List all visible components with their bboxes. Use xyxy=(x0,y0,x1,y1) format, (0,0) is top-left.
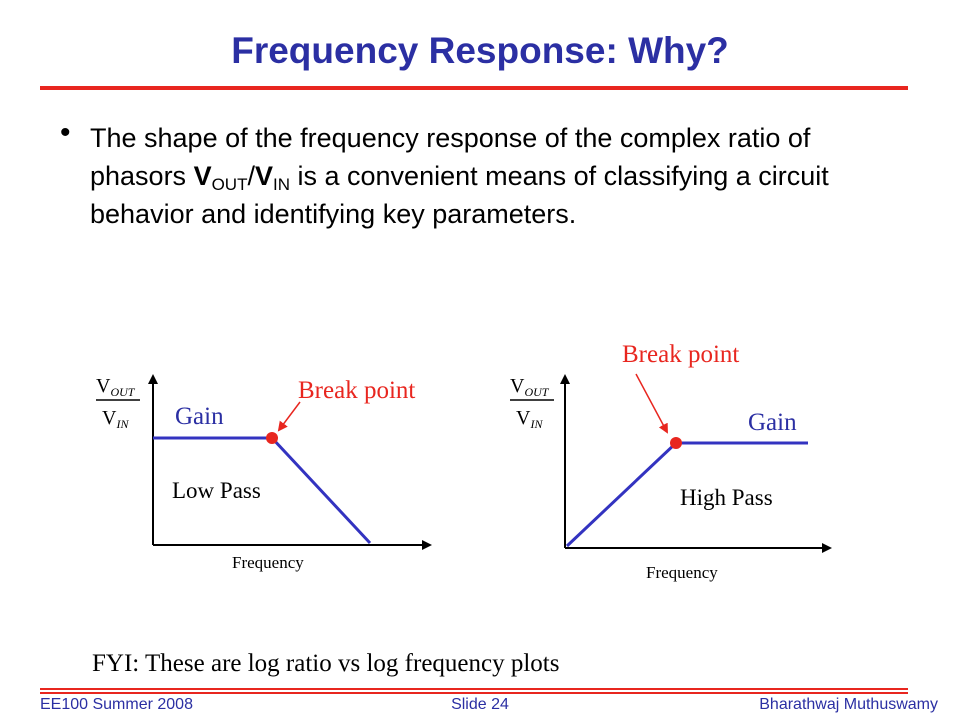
vout-symbol: V xyxy=(193,161,212,191)
right-ylabel-top: VOUT xyxy=(510,375,550,399)
low-pass-label: Low Pass xyxy=(172,478,261,503)
right-break-point-label: Break point xyxy=(622,341,739,368)
title-divider xyxy=(40,86,908,90)
bullet-marker: • xyxy=(60,116,71,149)
high-pass-plot: VOUT VIN Break point Gain High Pass Freq… xyxy=(510,341,832,582)
low-pass-plot: VOUT VIN Gain Break point Low Pass Frequ… xyxy=(96,374,432,572)
ratio-slash: / xyxy=(247,161,255,191)
left-x-axis-label: Frequency xyxy=(232,553,304,572)
slide-title: Frequency Response: Why? xyxy=(231,30,729,71)
fyi-note: FYI: These are log ratio vs log frequenc… xyxy=(92,650,560,677)
footer-course: EE100 Summer 2008 xyxy=(40,696,193,713)
footer-divider-bottom xyxy=(40,692,908,694)
left-break-point-label: Break point xyxy=(298,377,415,404)
vout-subscript: OUT xyxy=(211,175,248,194)
high-pass-label: High Pass xyxy=(680,485,773,510)
right-ylabel-bottom: VIN xyxy=(516,407,543,431)
right-x-axis-label: Frequency xyxy=(646,563,718,582)
footer-divider-top xyxy=(40,688,908,690)
footer-slide-number: Slide 24 xyxy=(451,696,509,713)
right-break-point-dot xyxy=(670,437,682,449)
vin-subscript: IN xyxy=(273,175,290,194)
left-gain-label: Gain xyxy=(175,403,224,430)
left-break-point-dot xyxy=(266,432,278,444)
vin-symbol: V xyxy=(254,161,273,191)
right-gain-label: Gain xyxy=(748,409,797,436)
bullet-text-part: is a convenient means of classifying a c… xyxy=(90,161,829,229)
right-break-point-arrow xyxy=(635,373,668,434)
bullet-text: The shape of the frequency response of t… xyxy=(90,119,850,233)
footer-author: Bharathwaj Muthuswamy xyxy=(759,696,938,713)
left-ylabel-top: VOUT xyxy=(96,375,136,399)
left-break-point-arrow xyxy=(277,401,301,432)
bullet-text-part: The shape of the frequency response of t… xyxy=(90,123,811,191)
left-ylabel-bottom: VIN xyxy=(102,407,129,431)
